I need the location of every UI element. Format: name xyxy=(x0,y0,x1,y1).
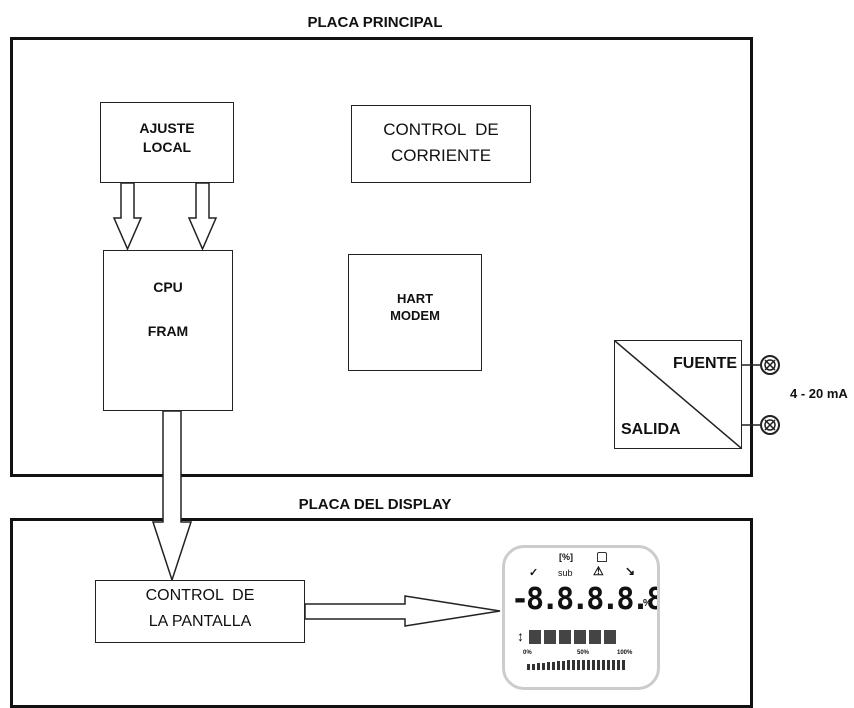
display-control-line2: LA PANTALLA xyxy=(148,613,252,630)
signal-label: 4 - 20 mA xyxy=(790,386,848,401)
lock-icon xyxy=(597,552,607,562)
bar-label-50: 50% xyxy=(577,650,590,656)
converter-diagonal xyxy=(615,341,741,448)
arrow-display-to-lcd xyxy=(304,595,501,627)
main-board xyxy=(10,37,753,477)
check-icon: ✓ xyxy=(529,567,539,579)
current-control-block: CONTROL DE CORRIENTE xyxy=(351,105,531,183)
cpu-label: CPU xyxy=(153,279,183,295)
display-control-line1: CONTROL DE xyxy=(145,587,255,604)
hart-modem-block: HART MODEM xyxy=(348,254,482,371)
cpu-block: CPU FRAM xyxy=(103,250,233,411)
terminal-bottom-icon xyxy=(760,415,780,435)
converter-block: FUENTE SALIDA xyxy=(614,340,742,449)
main-board-title: PLACA PRINCIPAL xyxy=(307,14,443,31)
arrow-adjust-to-cpu-left xyxy=(112,182,143,251)
terminal-top-icon xyxy=(760,355,780,375)
bar-label-100: 100% xyxy=(617,650,633,656)
lcd-top-icon: [%] xyxy=(559,552,573,562)
warning-icon: ⚠ xyxy=(593,564,604,578)
lcd-small-digits xyxy=(529,630,616,644)
fram-label: FRAM xyxy=(147,323,189,339)
lcd-bargraph xyxy=(527,660,625,670)
output-label: SALIDA xyxy=(621,421,681,438)
modem-label: MODEM xyxy=(390,308,440,323)
local-adjust-block: AJUSTE LOCAL xyxy=(100,102,234,183)
lcd-digits: -8.8.8.8.8 xyxy=(511,582,660,617)
local-adjust-line1: AJUSTE xyxy=(139,120,195,136)
arrow-cpu-to-display xyxy=(151,410,193,583)
lcd-mid-text: sub xyxy=(558,568,573,578)
source-label: FUENTE xyxy=(673,355,737,372)
display-control-block: CONTROL DE LA PANTALLA xyxy=(95,580,305,643)
lcd-display: [%] ✓ sub ⚠ ↘ -8.8.8.8.8 % ↕ 0% 50% 100% xyxy=(502,545,660,690)
wrench-icon: ↘ xyxy=(625,564,636,578)
current-control-line1: CONTROL DE xyxy=(383,120,499,139)
display-board-title: PLACA DEL DISPLAY xyxy=(298,496,452,513)
lcd-unit: % xyxy=(643,598,652,609)
bar-label-0: 0% xyxy=(523,650,532,656)
hart-label: HART xyxy=(396,291,434,306)
local-adjust-line2: LOCAL xyxy=(142,139,192,155)
current-control-line2: CORRIENTE xyxy=(390,146,492,165)
updown-arrow-icon: ↕ xyxy=(517,628,524,644)
arrow-adjust-to-cpu-right xyxy=(187,182,218,251)
